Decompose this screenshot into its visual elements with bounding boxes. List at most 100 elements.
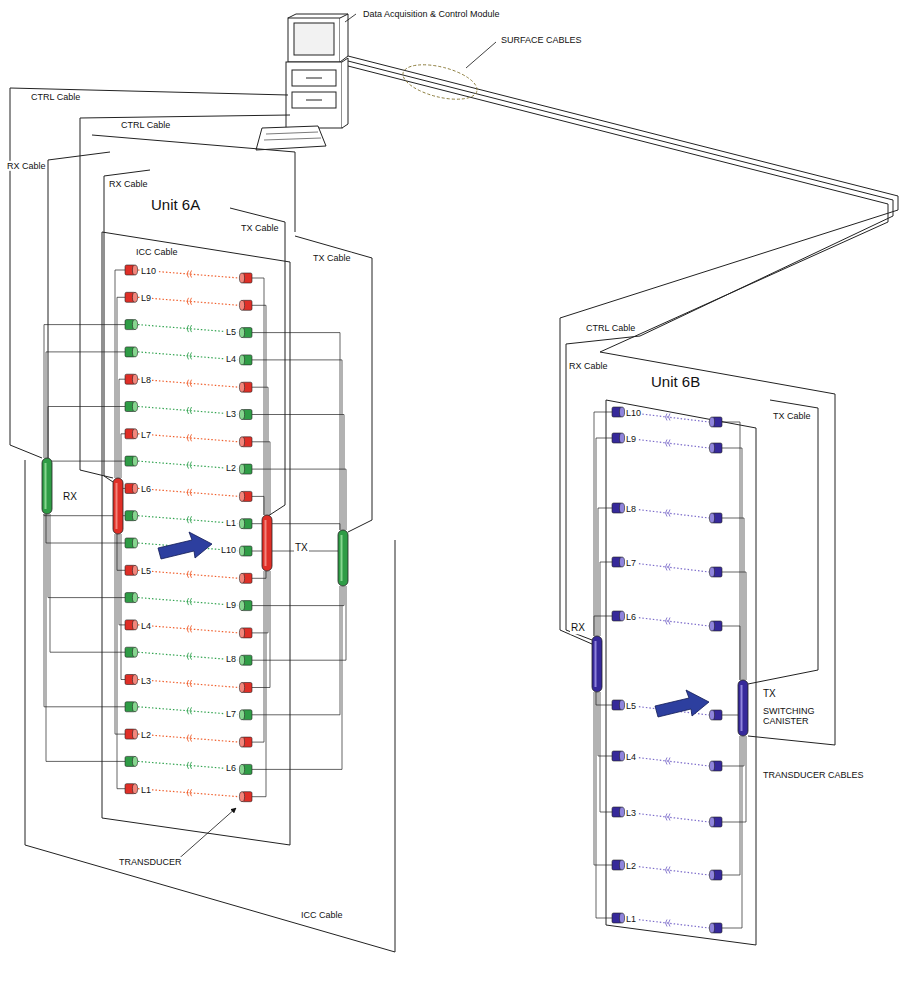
acoustic-path bbox=[138, 325, 239, 333]
transducer-face bbox=[239, 573, 244, 583]
acoustic-path bbox=[625, 508, 709, 518]
transducer bbox=[125, 756, 138, 766]
transducer-cable bbox=[46, 514, 125, 761]
acoustic-path bbox=[138, 789, 239, 797]
transducer-cable bbox=[252, 571, 264, 742]
transducer-face bbox=[132, 429, 137, 439]
transducer-cable bbox=[252, 571, 270, 688]
transducer-face bbox=[709, 710, 714, 720]
layer-number: L8 bbox=[225, 654, 237, 664]
transducer-cable bbox=[596, 692, 612, 918]
transducer bbox=[709, 761, 722, 771]
layer-number: L8 bbox=[625, 504, 637, 514]
wave-mark bbox=[187, 571, 192, 578]
cable-line bbox=[48, 152, 110, 458]
transducer-cable bbox=[594, 412, 612, 636]
transducer-cable bbox=[600, 692, 612, 812]
acoustic-path bbox=[138, 761, 239, 769]
cable-label: TX Cable bbox=[772, 411, 812, 421]
wave-mark bbox=[187, 516, 192, 523]
transducer-face bbox=[619, 407, 624, 417]
transducer bbox=[239, 764, 252, 774]
layer-number: L9 bbox=[140, 293, 152, 303]
acoustic-path bbox=[138, 625, 239, 633]
drawer bbox=[292, 70, 336, 86]
cable-label: TX Cable bbox=[240, 223, 280, 233]
wave-mark bbox=[666, 814, 671, 821]
transducer-face bbox=[132, 565, 137, 575]
cable-line bbox=[10, 88, 288, 458]
transducer-face bbox=[619, 807, 624, 817]
layer-number: L8 bbox=[140, 375, 152, 385]
transducer bbox=[239, 683, 252, 693]
transducer-face bbox=[239, 382, 244, 392]
canister-highlight bbox=[265, 520, 267, 566]
layer-number: L6 bbox=[625, 612, 637, 622]
canister-body bbox=[738, 680, 748, 736]
acoustic-path bbox=[625, 812, 709, 822]
wave-mark bbox=[666, 414, 671, 421]
module-label: Data Acquisition & Control Module bbox=[362, 9, 501, 19]
cable-frame bbox=[606, 400, 756, 945]
unit-label: Unit 6B bbox=[650, 373, 701, 390]
transducer bbox=[612, 503, 625, 513]
transducer bbox=[125, 292, 138, 302]
transducer-cable bbox=[722, 736, 746, 822]
canister-body bbox=[113, 478, 123, 534]
unit-6b-cables bbox=[566, 336, 835, 945]
transducer-face bbox=[239, 792, 244, 802]
transducer-face bbox=[239, 764, 244, 774]
wave-mark bbox=[187, 298, 192, 305]
transducer-cable bbox=[117, 534, 125, 789]
wave-mark bbox=[666, 564, 671, 571]
transducer-cable bbox=[121, 434, 125, 478]
transducer bbox=[239, 464, 252, 474]
canister-highlight bbox=[116, 483, 118, 529]
transducer bbox=[125, 456, 138, 466]
transducer bbox=[239, 519, 252, 529]
switching-canister bbox=[42, 458, 52, 514]
wave-mark bbox=[187, 735, 192, 742]
switching-canister bbox=[113, 478, 123, 534]
transducer bbox=[709, 817, 722, 827]
transducer-cable bbox=[722, 736, 740, 875]
transducer-cable bbox=[121, 534, 125, 680]
transducer-face bbox=[132, 402, 137, 412]
transducer bbox=[239, 328, 252, 338]
keyboard bbox=[256, 126, 326, 150]
transducer-face bbox=[132, 647, 137, 657]
cable-line bbox=[348, 56, 898, 644]
leader-line bbox=[345, 14, 356, 22]
acoustic-path bbox=[625, 562, 709, 572]
transducer bbox=[125, 702, 138, 712]
transducer-face bbox=[239, 437, 244, 447]
layer-number: L5 bbox=[225, 326, 237, 336]
transducer bbox=[612, 751, 625, 761]
transducer bbox=[125, 675, 138, 685]
transducer bbox=[125, 647, 138, 657]
cable-frame bbox=[102, 232, 290, 845]
transducer-face bbox=[239, 628, 244, 638]
transducer bbox=[125, 593, 138, 603]
transducer-face bbox=[239, 355, 244, 365]
port-label: TX bbox=[294, 542, 309, 554]
layer-number: L9 bbox=[225, 599, 237, 609]
canister-highlight bbox=[741, 685, 743, 731]
transducer bbox=[125, 483, 138, 493]
transducer-face bbox=[132, 347, 137, 357]
transducer-cable bbox=[596, 692, 612, 705]
layer-number: L1 bbox=[225, 518, 237, 528]
cable-frame bbox=[25, 460, 395, 952]
transducer-face bbox=[132, 292, 137, 302]
transducer bbox=[709, 621, 722, 631]
transducer-face bbox=[619, 700, 624, 710]
transducer-face bbox=[132, 265, 137, 275]
cable-label: RX Cable bbox=[6, 161, 47, 171]
acoustic-path bbox=[625, 918, 709, 928]
transducer bbox=[612, 860, 625, 870]
keyboard-keys bbox=[264, 132, 321, 140]
layer-number: L4 bbox=[140, 621, 152, 631]
transducer bbox=[239, 437, 252, 447]
transducer bbox=[125, 429, 138, 439]
transducer bbox=[239, 382, 252, 392]
